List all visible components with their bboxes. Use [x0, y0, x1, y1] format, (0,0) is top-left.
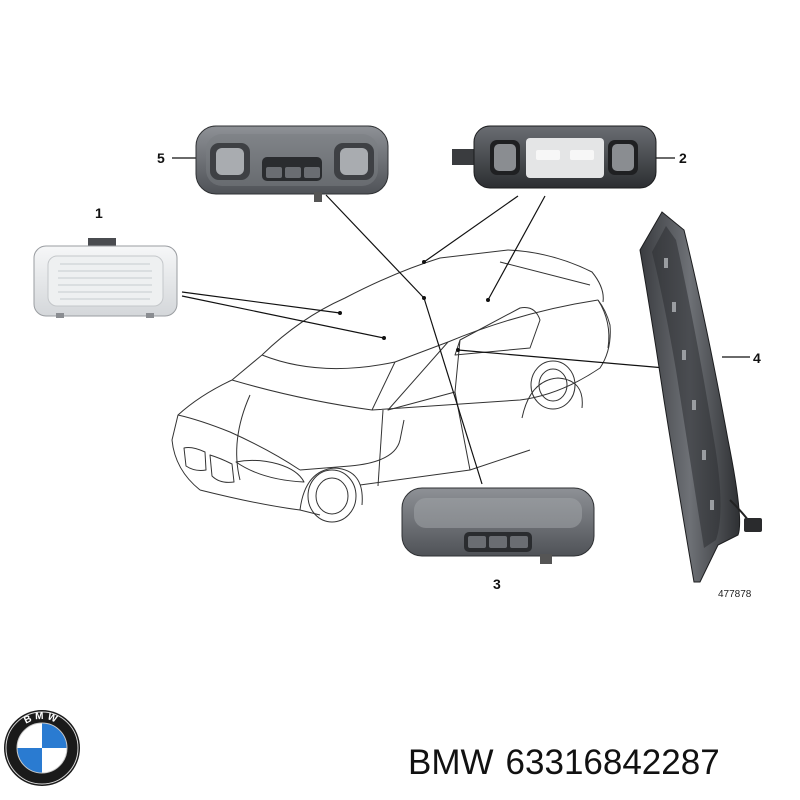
caption-brand: BMW: [408, 743, 494, 782]
callout-1: 1: [95, 205, 103, 221]
part-5-front-interior-light: [195, 125, 389, 202]
callout-4: 4: [753, 350, 761, 366]
car-outline: [171, 249, 611, 523]
part-1-interior-lamp: [33, 238, 178, 318]
leader-lines: [172, 157, 750, 485]
part-3-front-roof-module: [401, 487, 595, 564]
part-2-rear-reading-light: [452, 125, 657, 189]
bmw-logo: BMW: [4, 710, 80, 786]
part-caption: BMW 63316842287: [408, 738, 720, 788]
leader-dots: [338, 260, 490, 352]
svg-text:BMW: BMW: [22, 711, 61, 727]
callout-3: 3: [493, 576, 501, 592]
drawing-number: 477878: [718, 589, 752, 600]
callout-2: 2: [679, 150, 687, 166]
callout-5: 5: [157, 150, 165, 166]
bmw-logo-text: BMW: [22, 711, 58, 727]
part-4-pillar-light-strip: [639, 211, 762, 583]
caption-part-number: 63316842287: [505, 743, 720, 782]
